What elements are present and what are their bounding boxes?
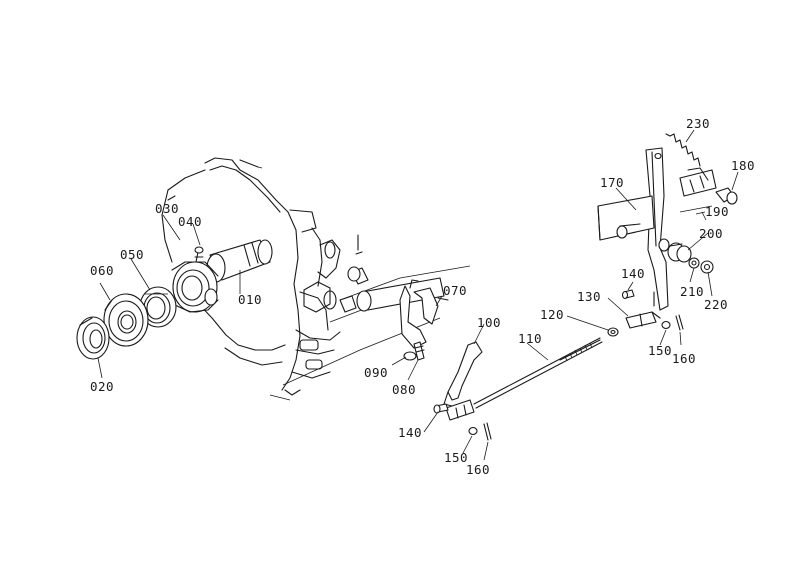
label-220: 220: [704, 297, 728, 312]
label-130: 130: [577, 289, 601, 304]
part-160-split-pin-lower: [483, 422, 492, 441]
label-020: 020: [90, 379, 114, 394]
part-190-bracket: [679, 167, 717, 221]
label-200: 200: [699, 226, 723, 241]
part-150-washer-lower: [468, 426, 478, 436]
label-100: 100: [477, 315, 501, 330]
label-090: 090: [364, 365, 388, 380]
part-020-disc: [76, 316, 110, 360]
part-110-rod: [473, 337, 603, 409]
part-060-plate: [103, 293, 149, 347]
part-130-clevis: [625, 311, 661, 329]
label-160-lower: 160: [466, 462, 490, 477]
label-150-upper: 150: [648, 343, 672, 358]
label-140-lower: 140: [398, 425, 422, 440]
part-090-washer: [403, 351, 417, 361]
part-080-bolt: [413, 341, 425, 361]
part-170-pedal-arm: [597, 147, 669, 311]
label-050: 050: [120, 247, 144, 262]
label-180: 180: [731, 158, 755, 173]
part-100-lever-arm: [443, 341, 483, 421]
part-010-release-hub: [206, 239, 273, 283]
part-200-bushing: [616, 223, 692, 263]
part-230-return-spring: [665, 133, 701, 167]
part-050-ring: [139, 286, 177, 328]
part-140-pin-upper: [621, 289, 635, 300]
label-080: 080: [392, 382, 416, 397]
part-160-split-pin-upper: [675, 314, 684, 331]
label-030: 030: [155, 201, 179, 216]
label-060: 060: [90, 263, 114, 278]
label-210: 210: [680, 284, 704, 299]
part-070-release-shaft: [339, 234, 449, 349]
part-150-washer-upper: [661, 320, 671, 330]
label-150-lower: 150: [444, 450, 468, 465]
part-030-release-bearing: [171, 261, 219, 313]
part-120-washer: [607, 327, 619, 337]
part-180-bolt: [715, 187, 738, 205]
leader-lines: [97, 129, 739, 461]
label-230: 230: [686, 116, 710, 131]
label-190: 190: [705, 204, 729, 219]
label-010: 010: [238, 292, 262, 307]
part-210-washer: [688, 257, 700, 269]
label-040: 040: [178, 214, 202, 229]
part-labels: 010 020 030 040 050 060 070 080 090 100 …: [90, 116, 755, 477]
label-140-upper: 140: [621, 266, 645, 281]
part-220-nut: [700, 260, 714, 274]
label-110: 110: [518, 331, 542, 346]
label-120: 120: [540, 307, 564, 322]
label-170: 170: [600, 175, 624, 190]
label-070: 070: [443, 283, 467, 298]
part-140-pin-lower: [433, 403, 449, 414]
label-160-upper: 160: [672, 351, 696, 366]
part-040-grease-nipple: [194, 246, 204, 263]
